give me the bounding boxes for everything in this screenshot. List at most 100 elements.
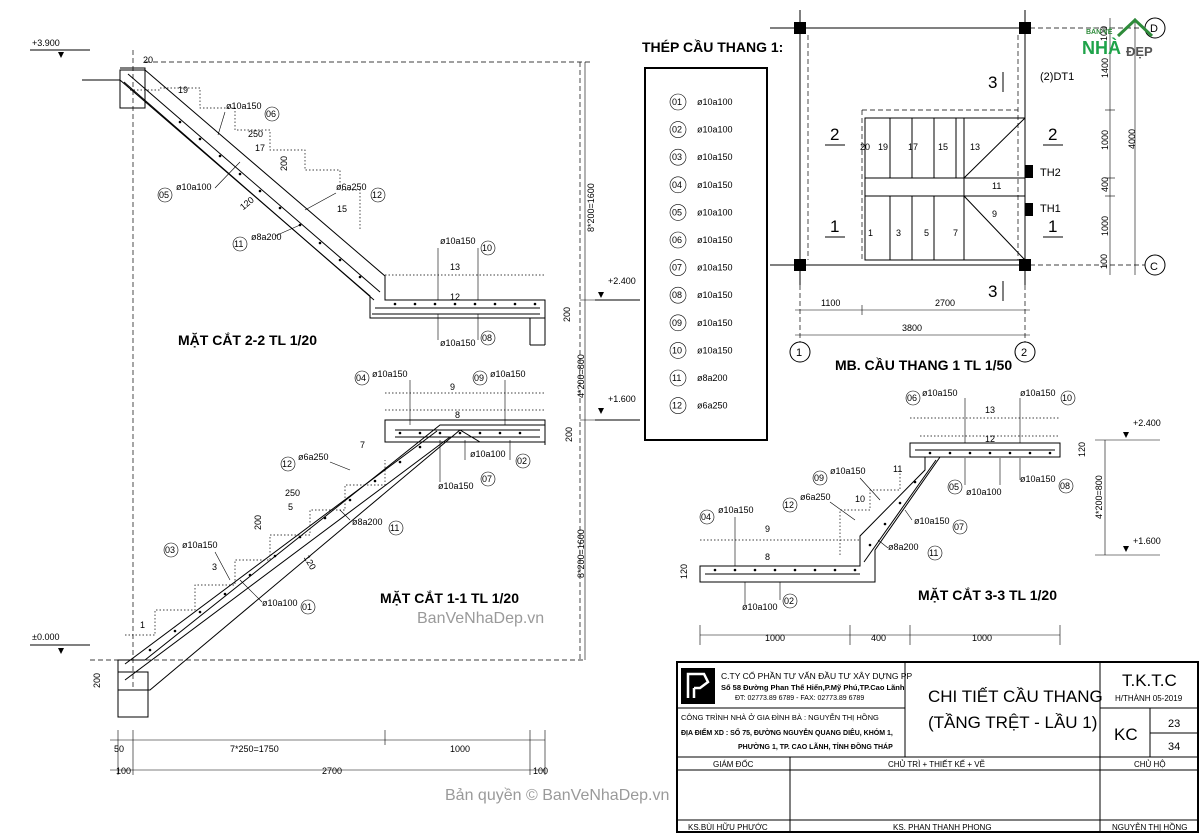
logo-top: BẢN VẼ [1086,27,1113,36]
callout-spec: ø10a150 [718,505,754,515]
steel-row: 02 ø10a100 [669,121,733,138]
callout-05: 05 [159,190,169,200]
dim-100: 100 [116,766,131,776]
callout-07: 07 [482,474,492,484]
dim-250: 250 [285,488,300,498]
callout-08: 08 [1060,481,1070,491]
dim-1400: 1400 [1100,58,1110,78]
project-location: ĐỊA ĐIỂM XD : SỐ 75, ĐƯỜNG NGUYỄN QUANG … [681,727,893,737]
callout-spec: ø8a200 [251,232,282,242]
drawing-subtitle: (TẦNG TRỆT - LẦU 1) [928,713,1097,732]
dim-800: 4*200=800 [1094,475,1104,519]
dim-200: 200 [564,427,574,442]
dim-1000: 1000 [972,633,992,643]
step-11: 11 [992,181,1001,191]
steel-row-spec: ø8a200 [697,373,728,383]
callout-spec: ø10a150 [372,369,408,379]
steel-row-marker [669,259,687,276]
callout-12: 12 [282,459,292,469]
dim-200: 200 [92,673,102,688]
callout-spec: ø10a150 [226,101,262,111]
stair-plan: 20 19 17 15 13 1 3 5 7 11 9 3 3 2 2 1 1 … [770,10,1166,373]
callout-03: 03 [165,545,175,555]
dim-2700: 2700 [935,298,955,308]
dim-100: 100 [1099,26,1109,41]
steel-row-spec: ø10a150 [697,152,733,162]
steel-row-marker [669,93,687,111]
level-marker-icon [598,408,604,414]
drawing-title: CHI TIẾT CẦU THANG [928,687,1103,706]
level-marker-icon [1123,432,1129,438]
steel-row-marker [669,286,687,304]
step-20: 20 [860,142,870,152]
steel-row-number: 12 [672,401,682,411]
dim-100: 100 [533,766,548,776]
steel-row-spec: ø10a150 [697,290,733,300]
callout-11: 11 [390,523,399,533]
step-10: 10 [855,494,865,504]
sheet-number: 23 [1168,718,1180,730]
step-5: 5 [288,502,293,512]
steel-row-spec: ø10a100 [697,125,733,135]
dim-400: 400 [1100,177,1110,192]
section-title: MẶT CẮT 3-3 TL 1/20 [918,586,1057,603]
callout-spec: ø10a150 [490,369,526,379]
axis-c: C [1150,261,1158,273]
steel-row: 11 ø8a200 [669,369,728,387]
axis-d: D [1150,23,1158,35]
role-director: GIÁM ĐỐC [713,759,754,769]
watermark: Bản quyền © BanVeNhaDep.vn [445,787,669,804]
callout-06: 06 [266,109,276,119]
level-label: +3.900 [32,38,60,48]
callout-spec: ø8a200 [352,517,383,527]
dim-vertical: 8*200=1600 [586,183,596,232]
steel-row-marker [669,397,687,414]
dim-vertical: 4*200=800 [576,354,586,398]
callout-spec: ø10a100 [176,182,212,192]
step-1: 1 [868,228,873,238]
level-marker-icon [58,52,64,58]
steel-row-spec: ø10a150 [697,318,733,328]
callout-06: 06 [907,393,917,403]
dim-1000: 1000 [1100,216,1110,236]
step-15: 15 [337,204,347,214]
step-9: 9 [765,524,770,534]
steel-row-marker [669,176,687,194]
project-name: CÔNG TRÌNH NHÀ Ở GIA ĐÌNH BÀ : NGUYỄN TH… [681,712,879,722]
section-mark-1: 1 [1048,217,1057,236]
step-12: 12 [985,434,995,444]
section-mark-2: 2 [1048,125,1057,144]
step-3: 3 [212,562,217,572]
dim-100: 100 [1099,254,1109,269]
step-11: 11 [893,464,902,474]
callout-spec: ø6a250 [298,452,329,462]
steel-row-number: 11 [672,373,681,383]
level-label: +2.400 [1133,418,1161,428]
step-3: 3 [896,228,901,238]
callout-02: 02 [784,596,794,606]
steel-row-spec: ø10a100 [697,97,733,107]
step-7: 7 [360,440,365,450]
steel-row-spec: ø10a150 [697,235,733,245]
callout-spec: ø10a100 [966,487,1002,497]
completion-date: H/THÀNH 05-2019 [1115,694,1183,703]
section-title: MẶT CẮT 2-2 TL 1/20 [178,331,317,348]
steel-row-spec: ø10a100 [697,207,733,217]
dim-1000: 1000 [765,633,785,643]
dim-vertical: 8*200=1600 [576,529,586,578]
project-location: PHƯỜNG 1, TP. CAO LÃNH, TỈNH ĐỒNG THÁP [738,741,893,751]
steel-row-marker [669,231,687,249]
level-label: ±0.000 [32,632,59,642]
steel-row-marker [669,314,687,332]
level-label: +1.600 [608,394,636,404]
name-owner: NGUYỄN THỊ HỒNG [1112,822,1187,832]
steel-row-spec: ø10a150 [697,345,733,355]
steel-row-number: 10 [672,345,682,355]
callout-spec: ø10a150 [440,338,476,348]
step-7: 7 [953,228,958,238]
steel-row-number: 02 [672,125,682,135]
steel-row: 10 ø10a150 [669,342,733,359]
